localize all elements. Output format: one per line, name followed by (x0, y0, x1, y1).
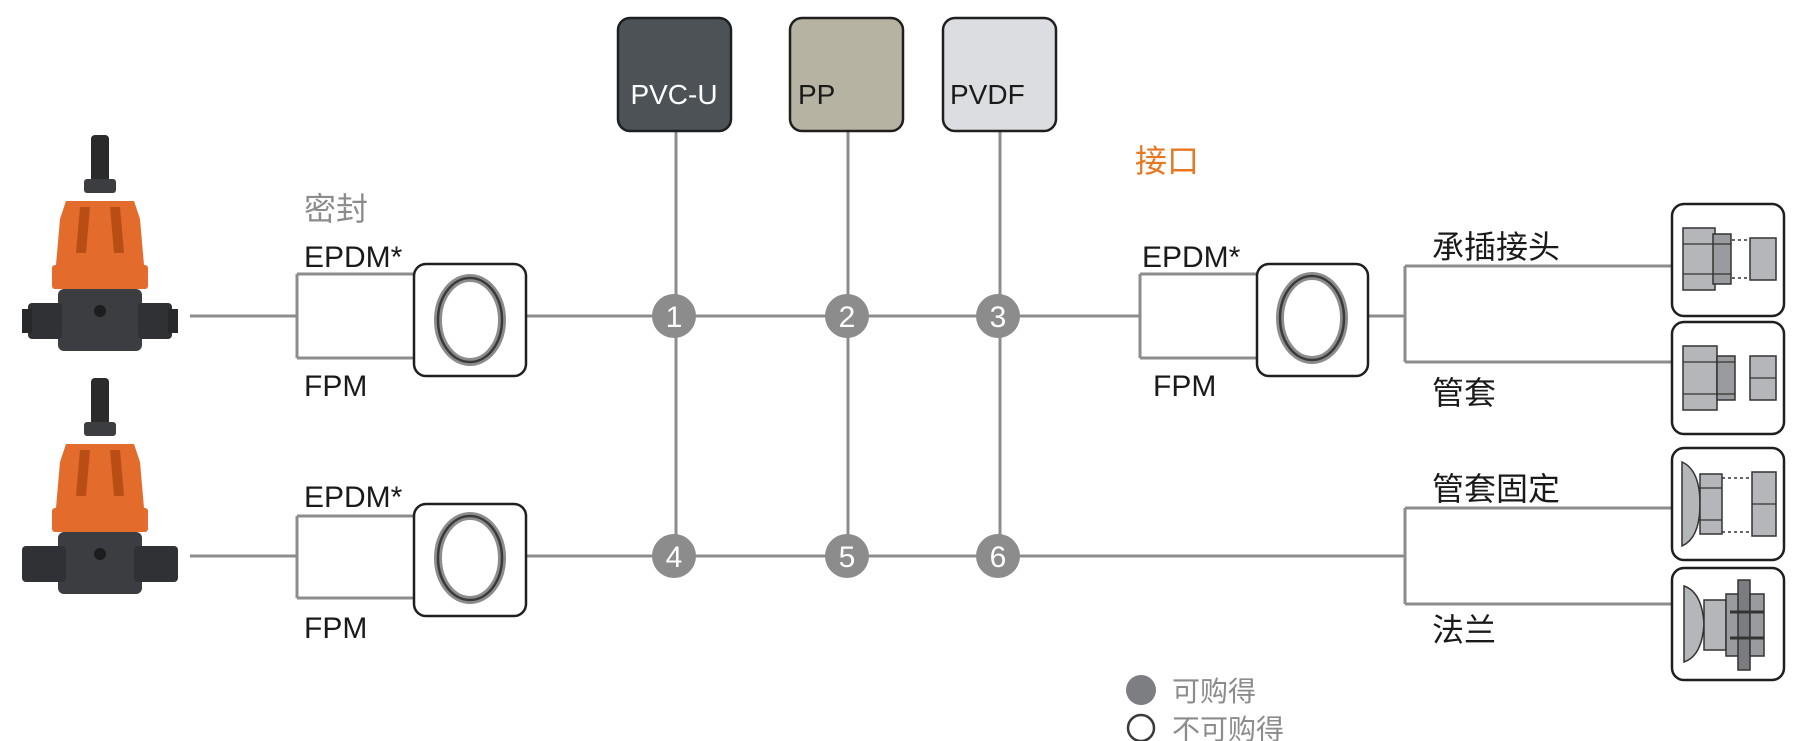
node-number: 2 (839, 301, 856, 334)
node-3: 3 (976, 294, 1020, 338)
seal-label-epdm: EPDM* (304, 481, 403, 514)
valve-icon (22, 378, 178, 594)
legend-unavailable-label: 不可购得 (1172, 713, 1284, 741)
node-number: 3 (990, 301, 1007, 334)
connection-label-flange: 法兰 (1432, 611, 1496, 649)
node-2: 2 (825, 294, 869, 338)
socket-connection-icon (1670, 202, 1786, 318)
filled-circle-icon (1126, 675, 1156, 705)
material-pp: PP (788, 16, 905, 133)
seal-label-fpm: FPM (304, 612, 367, 645)
node-number: 5 (839, 541, 856, 574)
connection-label-union: 管套 (1432, 374, 1496, 412)
valve-icon (22, 135, 178, 351)
seal-label-fpm: FPM (1153, 370, 1216, 403)
union-connection-icon (1670, 320, 1786, 436)
material-label: PVC-U (630, 79, 717, 110)
node-6: 6 (976, 534, 1020, 578)
material-label: PVDF (950, 79, 1025, 110)
seal-label-epdm: EPDM* (304, 241, 403, 274)
material-pvdf: PVDF (941, 16, 1058, 133)
node-number: 1 (666, 301, 683, 334)
connection-label-socket: 承插接头 (1432, 228, 1560, 266)
empty-circle-icon (1126, 713, 1156, 741)
flange-connection-icon (1670, 566, 1786, 682)
connection-section-title: 接口 (1135, 142, 1199, 180)
material-pvcu: PVC-U (616, 16, 733, 133)
seal-section-title: 密封 (304, 190, 368, 228)
legend-available: 可购得 (1126, 675, 1256, 708)
node-4: 4 (652, 534, 696, 578)
node-number: 6 (990, 541, 1007, 574)
seal-label-fpm: FPM (304, 370, 367, 403)
legend: 可购得 不可购得 (1126, 675, 1284, 741)
seal-ring-icon (412, 502, 528, 618)
legend-available-label: 可购得 (1172, 675, 1256, 708)
connection-label-union-fixed: 管套固定 (1432, 470, 1560, 508)
node-1: 1 (652, 294, 696, 338)
material-label: PP (798, 79, 835, 110)
legend-unavailable: 不可购得 (1126, 713, 1284, 741)
connector-lines (190, 131, 1672, 606)
seal-ring-icon (412, 262, 528, 378)
seal-ring-icon (1255, 262, 1370, 378)
union-fixed-connection-icon (1670, 446, 1786, 562)
node-5: 5 (825, 534, 869, 578)
node-number: 4 (666, 541, 683, 574)
seal-label-epdm: EPDM* (1142, 241, 1241, 274)
